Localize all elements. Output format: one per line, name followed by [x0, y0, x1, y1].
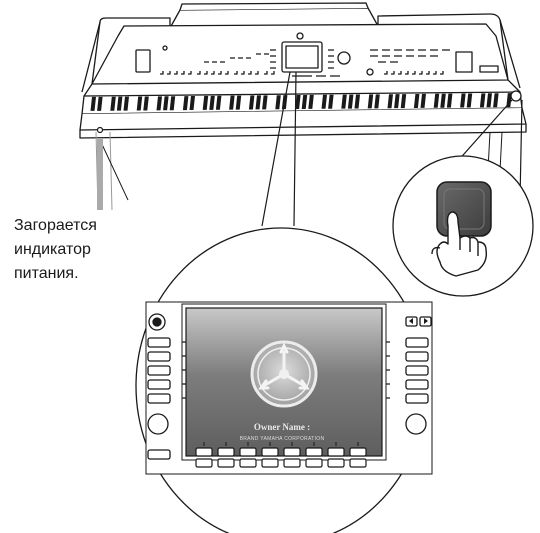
owner-name-label: Owner Name : — [253, 422, 311, 432]
black-key — [347, 94, 354, 109]
black-key — [143, 96, 149, 111]
black-key — [354, 94, 360, 109]
screen-bottom-button-lower — [305, 458, 323, 468]
black-key — [400, 94, 407, 109]
screen-bottom-button-lower — [195, 458, 213, 468]
black-key — [321, 94, 327, 109]
screen-bottom-button-upper — [305, 447, 323, 457]
power-indicator-lamp — [96, 126, 104, 134]
black-key — [255, 95, 261, 110]
black-key — [90, 96, 96, 111]
screen-left-button-d — [147, 379, 171, 390]
black-key — [215, 95, 222, 110]
screen-bottom-button-upper — [195, 447, 213, 457]
black-key — [169, 96, 176, 111]
black-key — [440, 93, 446, 108]
black-key — [163, 96, 169, 111]
black-key — [394, 94, 400, 109]
screen-bottom-buttons — [195, 442, 367, 468]
screen-left-button-a — [147, 337, 171, 348]
screen-bottom-button-upper — [349, 447, 367, 457]
screen-bottom-button-lower — [327, 458, 345, 468]
black-key — [262, 95, 268, 110]
black-key — [493, 93, 499, 108]
screen-right-button-g — [405, 351, 429, 362]
black-key — [341, 94, 347, 109]
screen-right-button-j — [405, 393, 429, 404]
direct-access-button — [147, 413, 169, 435]
screen-bottom-button-upper — [283, 447, 301, 457]
black-key — [209, 95, 215, 110]
black-key — [420, 93, 426, 108]
corporation-label: BRAND YAMAHA CORPORATION — [239, 436, 325, 442]
screen-right-button-f — [405, 337, 429, 348]
black-key — [97, 96, 103, 111]
black-key — [136, 96, 143, 111]
black-key — [248, 95, 255, 110]
piano — [79, 2, 527, 211]
black-key — [460, 93, 466, 108]
black-key — [275, 95, 281, 110]
screen-bottom-button-upper — [261, 447, 279, 457]
black-key — [486, 93, 492, 108]
piano-black-keys — [90, 93, 512, 111]
black-key — [189, 96, 195, 111]
pointing-hand-icon — [431, 211, 488, 277]
screen-right-button-h — [405, 365, 429, 376]
black-key — [116, 96, 123, 111]
black-key — [235, 95, 242, 110]
black-key — [387, 94, 393, 109]
screen-bottom-button-lower — [283, 458, 301, 468]
screen-right-button-i — [405, 379, 429, 390]
black-key — [433, 93, 440, 108]
screen-left-button-b — [147, 351, 171, 362]
indicator-pointer-bar — [97, 138, 103, 210]
black-key — [301, 94, 308, 109]
screen-left-button-c — [147, 365, 171, 376]
black-key — [295, 95, 301, 110]
black-key — [308, 94, 314, 109]
black-key — [446, 93, 453, 108]
black-key — [229, 95, 235, 110]
exit-button — [405, 413, 427, 435]
screen-bottom-button-lower — [239, 458, 257, 468]
screen-callout — [135, 71, 433, 533]
screen-bottom-button-upper — [327, 447, 345, 457]
caption-line-2: индикатор — [14, 241, 91, 258]
power-indicator-caption: Загорается индикатор питания. — [14, 214, 164, 286]
screen-bottom-button-lower — [261, 458, 279, 468]
black-key — [479, 93, 486, 108]
black-key — [328, 94, 334, 109]
black-key — [156, 96, 162, 111]
screen-bottom-button-lower — [349, 458, 367, 468]
screen-left-button-e — [147, 393, 171, 404]
channel-on-off-button — [147, 449, 171, 460]
caption-line-1: Загорается — [14, 217, 97, 234]
screen-bottom-button-upper — [239, 447, 257, 457]
screen-bottom-button-lower — [217, 458, 235, 468]
power-button — [436, 181, 492, 237]
caption-line-3: питания. — [14, 265, 79, 282]
black-key — [367, 94, 374, 109]
tuning-fork-logo — [250, 340, 318, 408]
screen-bottom-button-upper — [217, 447, 235, 457]
black-key — [202, 95, 209, 110]
power-switch-callout — [392, 90, 534, 297]
black-key — [374, 94, 380, 109]
black-key — [110, 96, 116, 111]
black-key — [182, 96, 189, 111]
black-key — [123, 96, 129, 111]
black-key — [413, 93, 420, 108]
black-key — [466, 93, 473, 108]
